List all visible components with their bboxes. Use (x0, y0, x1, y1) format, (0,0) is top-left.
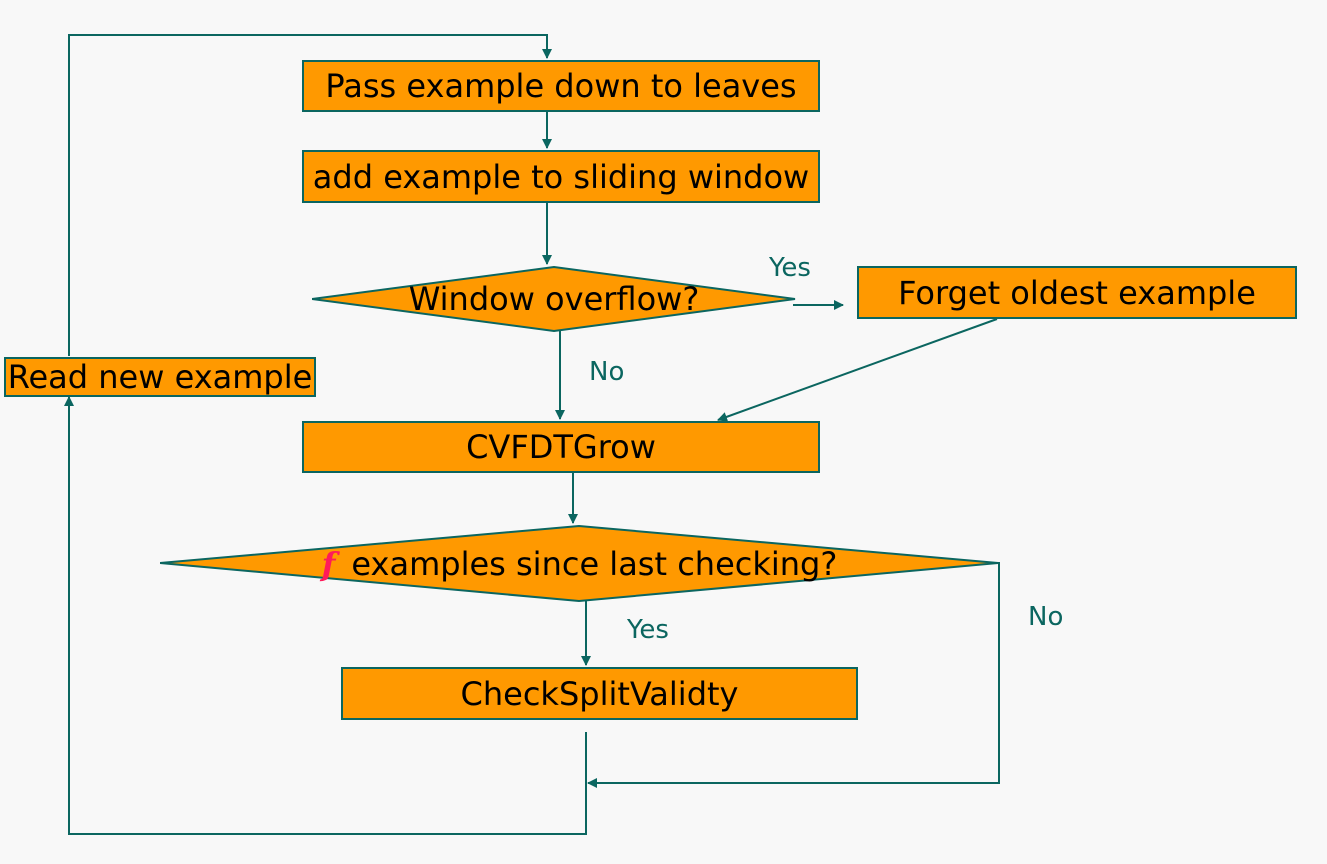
node-f-examples-check: f examples since last checking? (160, 525, 999, 602)
edge-label-overflow-yes: Yes (769, 253, 811, 283)
arrow-bottom-loop-to-read (64, 396, 587, 835)
node-read-new-example-label: Read new example (7, 358, 313, 396)
edge-label-overflow-no: No (589, 357, 625, 387)
variable-f: f (321, 544, 336, 583)
edge-label-f-yes: Yes (627, 615, 669, 645)
node-pass-example: Pass example down to leaves (302, 60, 820, 112)
node-f-examples-check-label: examples since last checking? (351, 544, 838, 583)
node-forget-oldest: Forget oldest example (857, 266, 1297, 319)
node-pass-example-label: Pass example down to leaves (325, 67, 797, 105)
node-cvfdt-grow-label: CVFDTGrow (466, 428, 656, 466)
node-cvfdt-grow: CVFDTGrow (302, 421, 820, 473)
node-forget-oldest-label: Forget oldest example (898, 273, 1256, 312)
node-check-split-validity: CheckSplitValidty (341, 667, 858, 720)
diamond-shape-window-overflow (312, 266, 796, 332)
arrow-read-to-pass (68, 34, 552, 356)
node-check-split-validity-label: CheckSplitValidty (460, 674, 739, 713)
node-add-example: add example to sliding window (302, 150, 820, 203)
edge-label-f-no: No (1028, 602, 1064, 632)
node-read-new-example: Read new example (4, 357, 316, 397)
node-window-overflow-label: Window overflow? (408, 280, 700, 318)
node-window-overflow: Window overflow? (312, 266, 796, 332)
node-add-example-label: add example to sliding window (312, 157, 810, 196)
diamond-shape-f-examples-check (160, 525, 999, 602)
arrow-forget-to-cvfdt (717, 318, 998, 422)
